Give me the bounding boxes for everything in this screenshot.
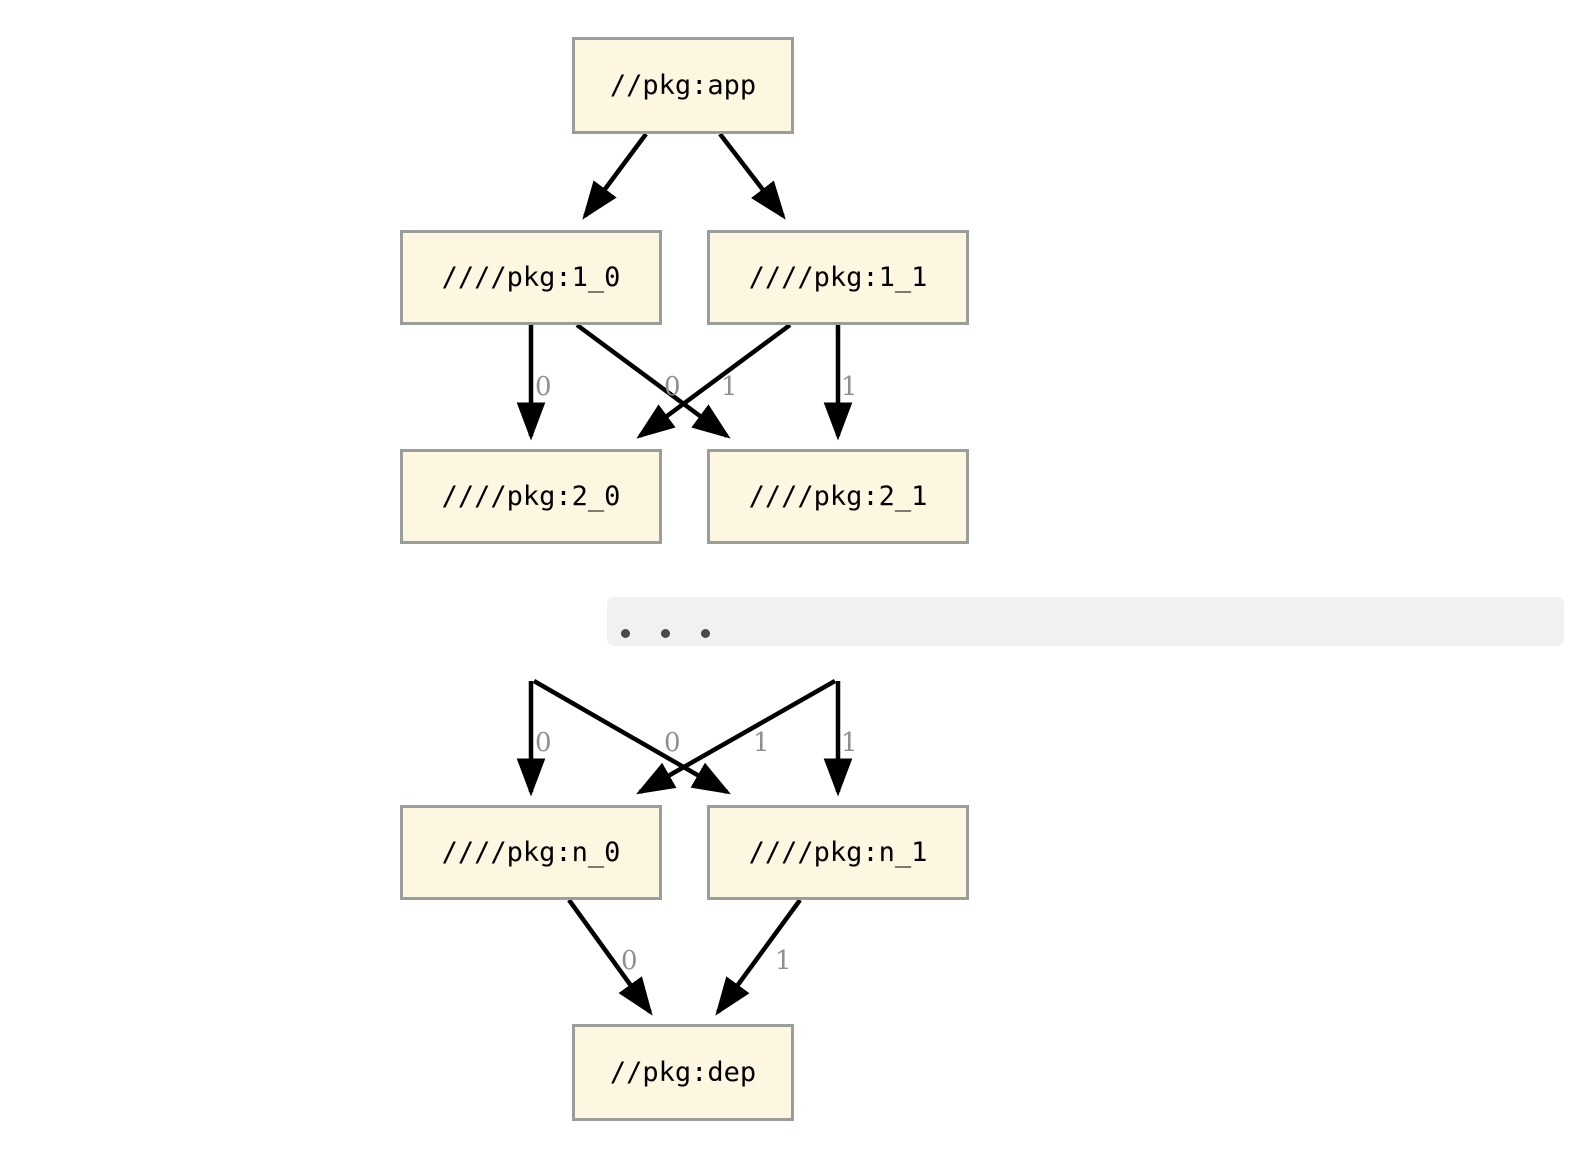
- edge-label-text: 0: [535, 728, 552, 758]
- node-pkg-1-1-label: ////pkg:1_1: [748, 262, 928, 293]
- edge-label-text: 1: [841, 728, 858, 758]
- node-pkg-n-1[interactable]: ////pkg:n_1: [707, 805, 969, 900]
- node-pkg-2-1-label: ////pkg:2_1: [748, 481, 928, 512]
- edge-label-text: 0: [621, 946, 638, 976]
- edge-label-1_1-to-2_1: 1: [841, 374, 858, 400]
- edge-label-text: 1: [841, 372, 858, 402]
- ellipsis-truncation-band: [607, 597, 1564, 646]
- edge-label-text: 0: [535, 372, 552, 402]
- ellipsis-dot: [621, 629, 630, 638]
- node-pkg-1-0-label: ////pkg:1_0: [441, 262, 621, 293]
- edge-label-text: 1: [775, 946, 792, 976]
- node-pkg-1-0[interactable]: ////pkg:1_0: [400, 230, 662, 325]
- edge-label-truncated2-to-n_1: 1: [841, 730, 858, 756]
- node-pkg-2-0-label: ////pkg:2_0: [441, 481, 621, 512]
- edge-label-1_1-to-2_0: 1: [721, 374, 738, 400]
- edge-label-1_0-to-2_0: 0: [535, 374, 552, 400]
- ellipsis-dot: [701, 629, 710, 638]
- edge-label-n_0-to-dep: 0: [621, 948, 638, 974]
- node-pkg-1-1[interactable]: ////pkg:1_1: [707, 230, 969, 325]
- edge-1_1-to-2_0: [636, 323, 792, 439]
- node-app-label: //pkg:app: [609, 70, 757, 101]
- edge-n_0-to-dep: [567, 898, 653, 1016]
- edge-app-to-1_0: [582, 132, 648, 220]
- edge-label-text: 0: [664, 372, 681, 402]
- edge-label-text: 1: [753, 728, 770, 758]
- node-pkg-2-0[interactable]: ////pkg:2_0: [400, 449, 662, 544]
- node-pkg-n-1-label: ////pkg:n_1: [748, 837, 928, 868]
- node-pkg-2-1[interactable]: ////pkg:2_1: [707, 449, 969, 544]
- node-pkg-n-0-label: ////pkg:n_0: [441, 837, 621, 868]
- node-app[interactable]: //pkg:app: [572, 37, 794, 134]
- edge-label-truncated-to-n_1: 0: [664, 730, 681, 756]
- edge-label-1_0-to-2_1: 0: [664, 374, 681, 400]
- edge-label-truncated2-to-n_0: 1: [753, 730, 770, 756]
- node-dep-label: //pkg:dep: [609, 1057, 757, 1088]
- edge-label-text: 1: [721, 372, 738, 402]
- edge-truncated-to-n_1: [532, 679, 731, 795]
- edge-1_0-to-2_1: [575, 323, 731, 439]
- ellipsis-dot: [661, 629, 670, 638]
- edge-label-n_1-to-dep: 1: [775, 948, 792, 974]
- node-pkg-n-0[interactable]: ////pkg:n_0: [400, 805, 662, 900]
- edge-label-truncated-to-n_0: 0: [535, 730, 552, 756]
- node-dep[interactable]: //pkg:dep: [572, 1024, 794, 1121]
- edge-label-text: 0: [664, 728, 681, 758]
- edge-app-to-1_1: [718, 132, 786, 220]
